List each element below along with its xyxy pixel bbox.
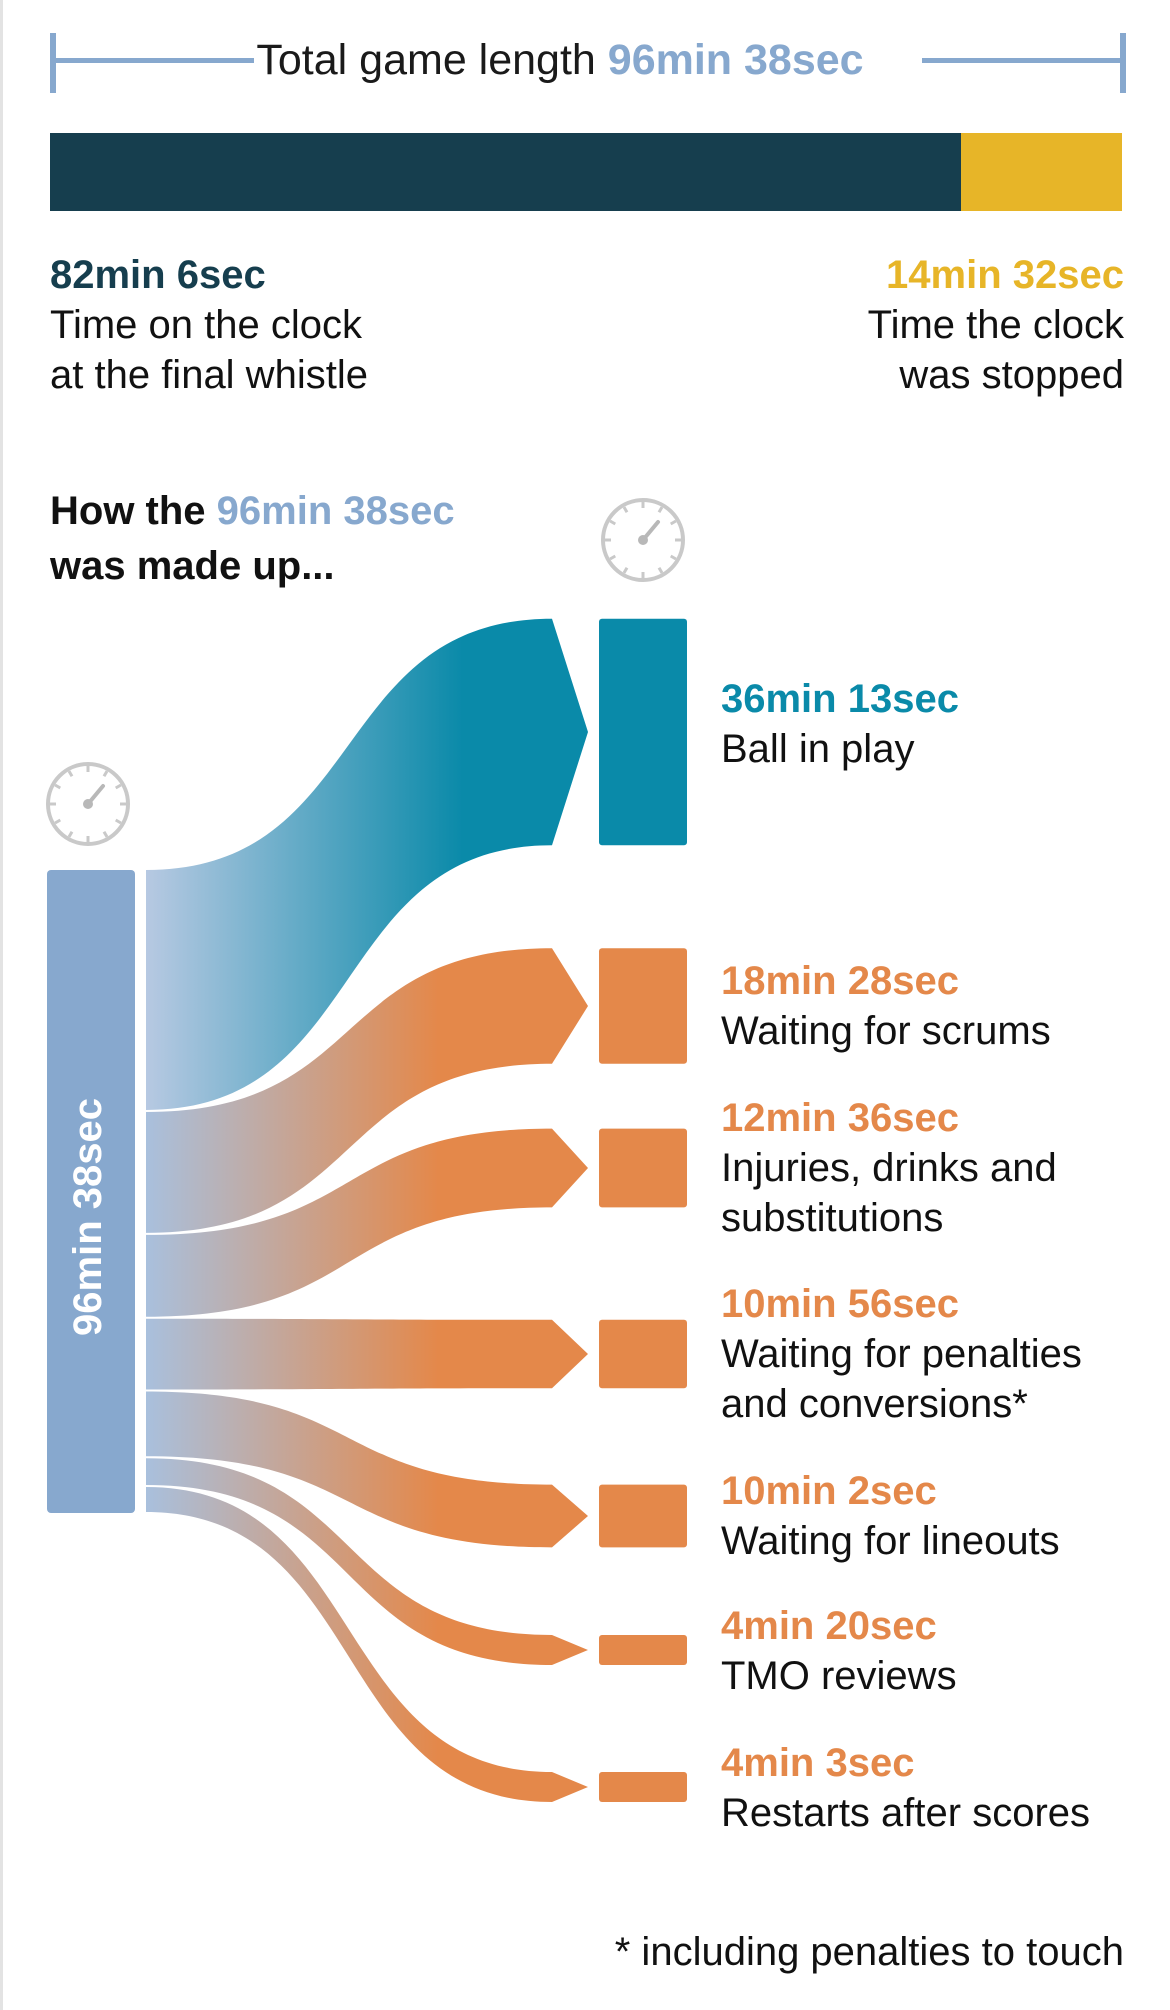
- section-title-prefix: How the: [50, 489, 206, 533]
- category-value-tmo: 4min 20sec: [721, 1604, 937, 1648]
- category-label-penalties-line2: and conversions*: [721, 1382, 1028, 1426]
- section-title-line2: was made up...: [50, 544, 335, 588]
- stopped-time-value: 14min 32sec: [886, 253, 1124, 297]
- category-label-injuries-line1: Injuries, drinks and: [721, 1146, 1057, 1190]
- category-label-scrums: Waiting for scrums: [721, 1009, 1051, 1053]
- category-value-lineouts: 10min 2sec: [721, 1469, 937, 1513]
- sankey-node-1: [599, 948, 687, 1064]
- sankey-node-6: [599, 1772, 687, 1802]
- stopped-time-label-line1: Time the clock: [867, 303, 1124, 347]
- clock-time-stat: 82min 6sec Time on the clock at the fina…: [50, 250, 368, 400]
- stopped-time-stat: 14min 32sec Time the clock was stopped: [868, 250, 1124, 400]
- sankey-link-1: [146, 948, 588, 1233]
- sankey-links: [146, 618, 588, 1802]
- sankey-node-3: [599, 1319, 687, 1389]
- sankey-node-0: [599, 618, 687, 846]
- sankey-nodes: [47, 618, 687, 1802]
- section-title: How the 96min 38sec was made up...: [50, 484, 455, 594]
- source-bar-label: 96min 38sec: [66, 1098, 110, 1336]
- clock-time-label-line1: Time on the clock: [50, 303, 362, 347]
- stopwatch-icons: [46, 498, 685, 846]
- category-label-tmo: TMO reviews: [721, 1654, 957, 1698]
- sankey-link-0: [146, 618, 588, 1110]
- footnote: * including penalties to touch: [614, 1930, 1124, 1974]
- header-bracket-left-tick: [50, 33, 56, 93]
- header-bracket-right-tick: [1120, 33, 1126, 93]
- total-length-header: Total game length 96min 38sec: [230, 32, 890, 88]
- sankey-link-2: [146, 1128, 588, 1317]
- sankey-node-4: [599, 1484, 687, 1548]
- category-label-lineouts: Waiting for lineouts: [721, 1519, 1060, 1563]
- total-length-value: 96min 38sec: [607, 36, 864, 84]
- section-title-value: 96min 38sec: [216, 489, 455, 533]
- stopwatch-icon: [46, 762, 130, 846]
- bar-clock-time: [50, 133, 961, 211]
- category-label-restarts: Restarts after scores: [721, 1791, 1091, 1835]
- stopped-time-label-line2: was stopped: [899, 353, 1124, 397]
- category-label-ball-in-play: Ball in play: [721, 727, 915, 771]
- source-bar: [47, 870, 135, 1513]
- sankey-link-5: [146, 1458, 588, 1665]
- header-bracket-left-line: [50, 58, 254, 63]
- category-value-scrums: 18min 28sec: [721, 959, 959, 1003]
- header-bracket-right-line: [922, 58, 1126, 63]
- bar-stopped-time: [961, 133, 1122, 211]
- category-value-ball-in-play: 36min 13sec: [721, 677, 959, 721]
- total-length-label: Total game length: [256, 36, 596, 84]
- left-border: [0, 0, 3, 2010]
- sankey-link-3: [146, 1318, 588, 1390]
- stopwatch-icon: [601, 498, 685, 582]
- category-value-penalties: 10min 56sec: [721, 1282, 959, 1326]
- sankey-link-4: [146, 1391, 588, 1548]
- clock-time-label-line2: at the final whistle: [50, 353, 368, 397]
- clock-time-value: 82min 6sec: [50, 253, 266, 297]
- sankey-node-5: [599, 1635, 687, 1665]
- category-value-restarts: 4min 3sec: [721, 1741, 915, 1785]
- sankey-node-2: [599, 1128, 687, 1208]
- category-value-injuries: 12min 36sec: [721, 1096, 959, 1140]
- category-label-penalties-line1: Waiting for penalties: [721, 1332, 1082, 1376]
- category-label-injuries-line2: substitutions: [721, 1196, 944, 1240]
